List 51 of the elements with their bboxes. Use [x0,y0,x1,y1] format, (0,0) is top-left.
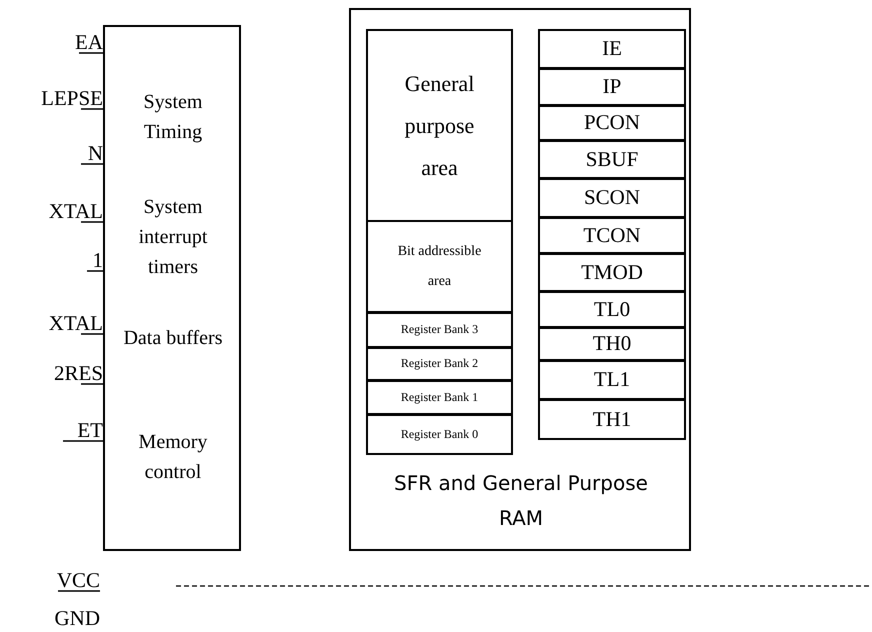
register-cell [538,360,686,400]
register-cell [366,29,513,222]
register-name: TL0 [594,298,630,322]
register-name: TH1 [592,408,632,432]
function-label: Memory control [138,430,208,485]
register-name: TMOD [581,260,643,284]
pin-label: 2RES [54,363,103,384]
memory-area-label: Register Bank 3 [400,323,478,337]
memory-area-label: Register Bank 1 [400,390,478,404]
register-cell [538,178,686,218]
pin-label: 1 [92,250,103,271]
register-cell [538,140,686,179]
pin-label: ET [77,420,103,441]
pin-label: GND [54,608,100,629]
register-name: TCON [583,224,641,248]
register-cell [366,347,513,381]
pin-label: N [88,143,103,164]
register-name: TH0 [592,332,632,356]
pin-label: VCC [56,570,100,591]
memory-area-label: Bit addressible area [396,242,482,290]
register-cell [538,253,686,292]
register-cell [366,220,513,313]
function-label: System Timing [142,90,204,145]
memory-area-label: Register Bank 0 [400,428,478,442]
register-cell [538,291,686,328]
register-cell [366,380,513,415]
block-title: SFR and General Purpose RAM [393,470,649,532]
memory-area-label: Register Bank 2 [400,357,478,371]
register-name: SCON [584,186,640,210]
memory-area-label: General purpose area [404,70,476,182]
memory-block [349,8,691,551]
register-name: PCON [584,111,640,135]
register-cell [538,399,686,440]
pin-label: XTAL [48,201,103,222]
register-cell [538,29,686,69]
register-cell [538,68,686,106]
function-label: Data buffers [123,326,223,351]
register-cell [538,217,686,254]
register-cell [538,105,686,141]
register-name: SBUF [586,148,638,172]
pin-label: XTAL [48,313,103,334]
pin-label: EA [75,32,103,53]
register-cell [366,312,513,348]
pin-label: LEPSE [41,88,103,109]
function-label: System interrupt timers [138,195,208,280]
block-diagram-box [103,25,241,551]
register-cell [538,327,686,361]
register-name: IE [602,37,622,61]
register-name: IP [602,75,622,99]
register-name: TL1 [594,368,630,392]
register-cell [366,414,513,455]
